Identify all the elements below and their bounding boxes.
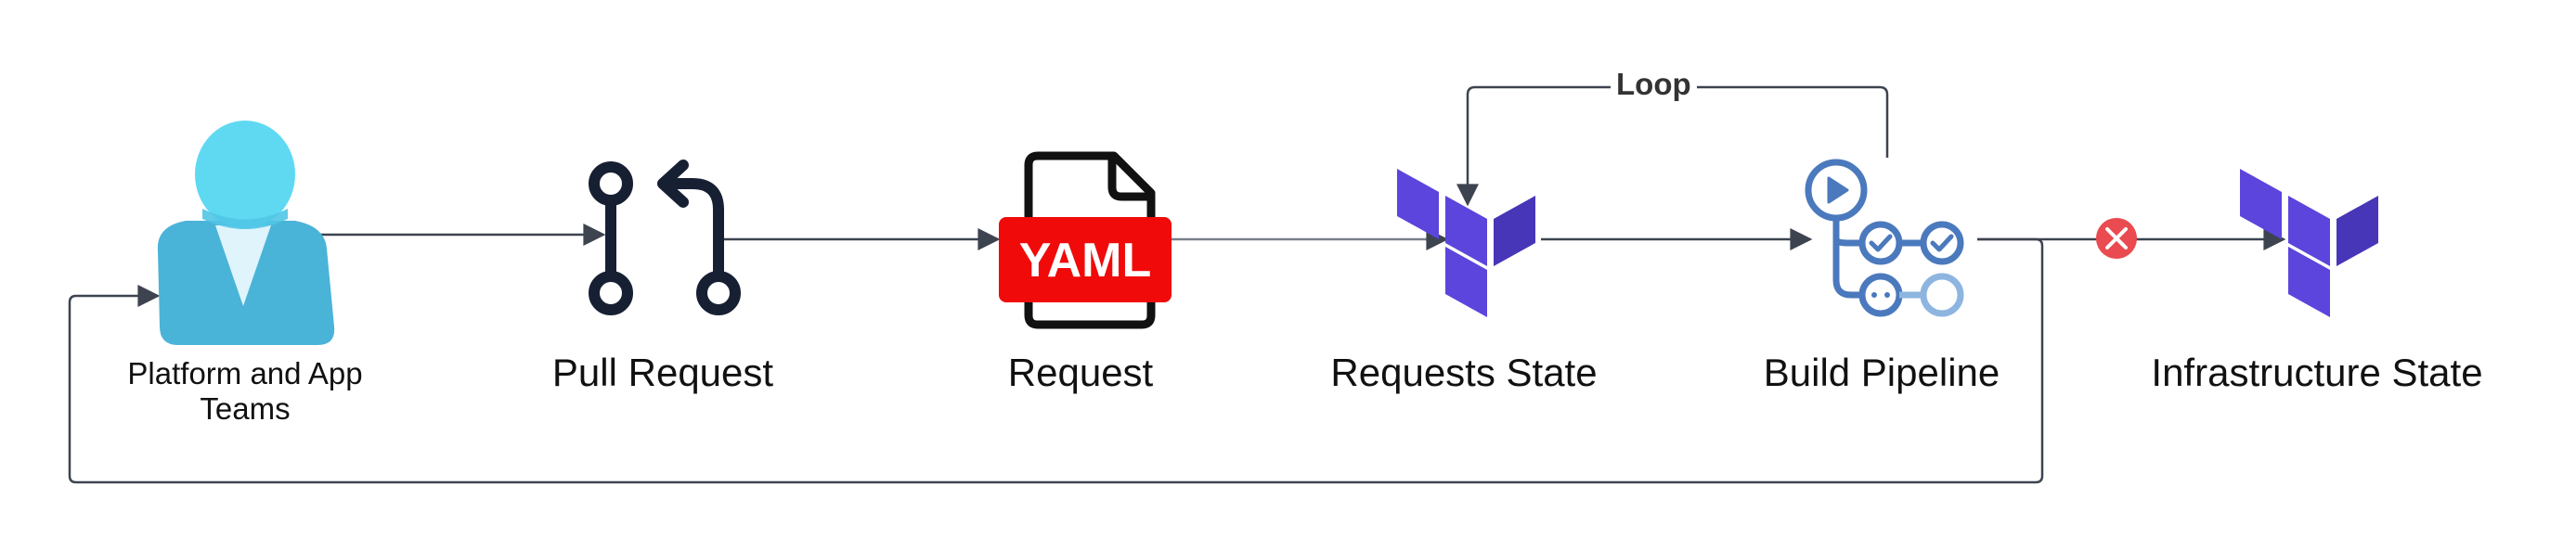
git-pull-request-icon (589, 160, 741, 315)
node-label-infrastructure-state: Infrastructure State (2151, 351, 2483, 394)
yaml-badge: YAML (1019, 234, 1152, 288)
user-icon (157, 121, 335, 345)
yaml-file-icon: YAML (999, 151, 1171, 329)
node-label-request: Request (1007, 351, 1154, 394)
terraform-icon (1397, 169, 1535, 317)
edge-loop (1456, 85, 1889, 207)
connectors (68, 85, 2286, 484)
node-label-pull-request: Pull Request (551, 351, 774, 394)
node-label-teams: Platform and App Teams (97, 356, 394, 427)
loop-label: Loop (1611, 67, 1697, 102)
node-label-requests-state: Requests State (1330, 351, 1598, 394)
terraform-icon (2240, 169, 2378, 317)
pipeline-icon (1805, 159, 1964, 317)
x-icon (2096, 218, 2137, 259)
node-label-teams-line1: Platform and App (127, 356, 363, 390)
edge-feedback-to-teams (68, 237, 2044, 484)
node-label-build-pipeline: Build Pipeline (1763, 351, 2000, 394)
node-label-teams-line2: Teams (200, 390, 291, 426)
